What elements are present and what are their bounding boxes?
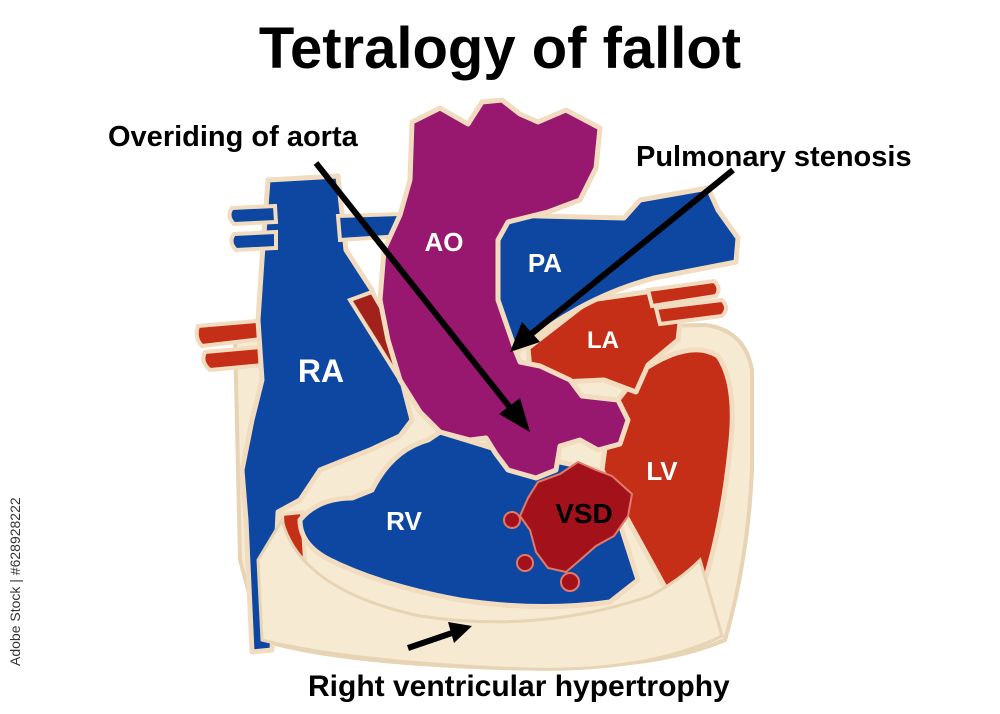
right-pulmonary-vessels <box>194 317 277 373</box>
pulmonary-stenosis-arrow <box>510 167 735 352</box>
la-label: LA <box>587 327 619 354</box>
ao-label: AO <box>425 227 464 257</box>
lv-label: LV <box>646 456 678 486</box>
hypertrophy-label: Right ventricular hypertrophy <box>308 670 730 703</box>
stock-watermark: Adobe Stock | #628928222 <box>7 497 23 666</box>
hypertrophy-band <box>256 516 724 671</box>
hypertrophy-arrow <box>407 622 472 651</box>
vsd-defect <box>503 460 634 592</box>
vsd-label: VSD <box>555 498 613 529</box>
overriding-aorta-arrow <box>313 161 530 432</box>
overriding-aorta-label: Overiding of aorta <box>108 121 359 153</box>
rv-label: RV <box>386 506 422 536</box>
ra-label: RA <box>298 353 344 389</box>
pulmonary-veins <box>645 278 728 327</box>
aorta <box>377 97 631 481</box>
page-title: Tetralogy of fallot <box>259 16 741 81</box>
pulmonary-stenosis-label: Pulmonary stenosis <box>636 141 912 173</box>
pa-label: PA <box>528 248 562 278</box>
